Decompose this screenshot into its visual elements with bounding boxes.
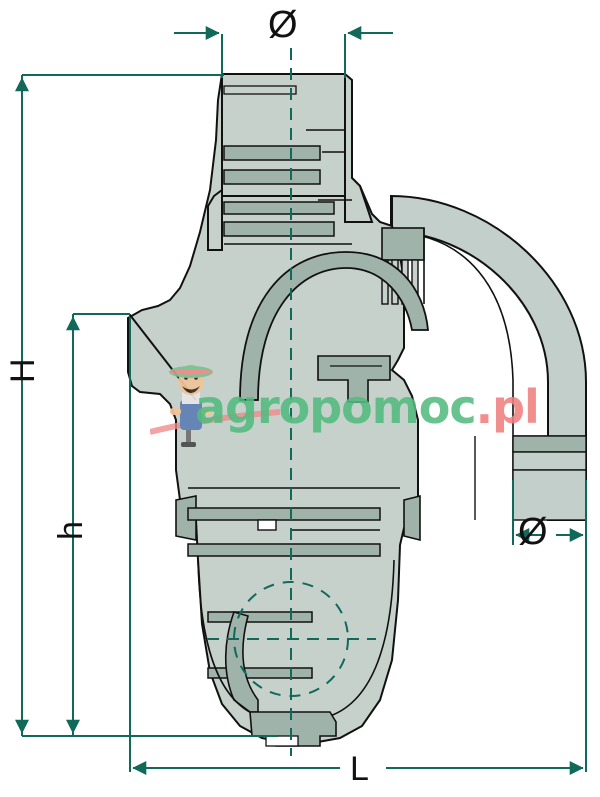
dimension-diameter-top bbox=[174, 26, 393, 78]
dimension-label-L: L bbox=[350, 750, 369, 788]
mid-flange-collar bbox=[175, 487, 421, 557]
dimension-label-h: h bbox=[52, 521, 90, 540]
dimension-h bbox=[66, 313, 130, 736]
outlet-elbow bbox=[390, 194, 587, 521]
lower-bowl-internals bbox=[197, 559, 395, 747]
dimension-H bbox=[15, 74, 278, 737]
centerlines bbox=[207, 48, 376, 756]
dimension-lines bbox=[15, 26, 587, 775]
dimension-label-diameter-right: Ø bbox=[518, 511, 548, 553]
internal-passage bbox=[239, 251, 429, 403]
inlet-neck bbox=[207, 71, 374, 251]
dimension-diameter-right bbox=[512, 480, 587, 545]
part-geometry bbox=[127, 71, 587, 747]
dimension-label-H: H bbox=[4, 358, 42, 383]
dimension-L bbox=[132, 520, 587, 775]
dimension-label-diameter-top: Ø bbox=[268, 4, 298, 46]
